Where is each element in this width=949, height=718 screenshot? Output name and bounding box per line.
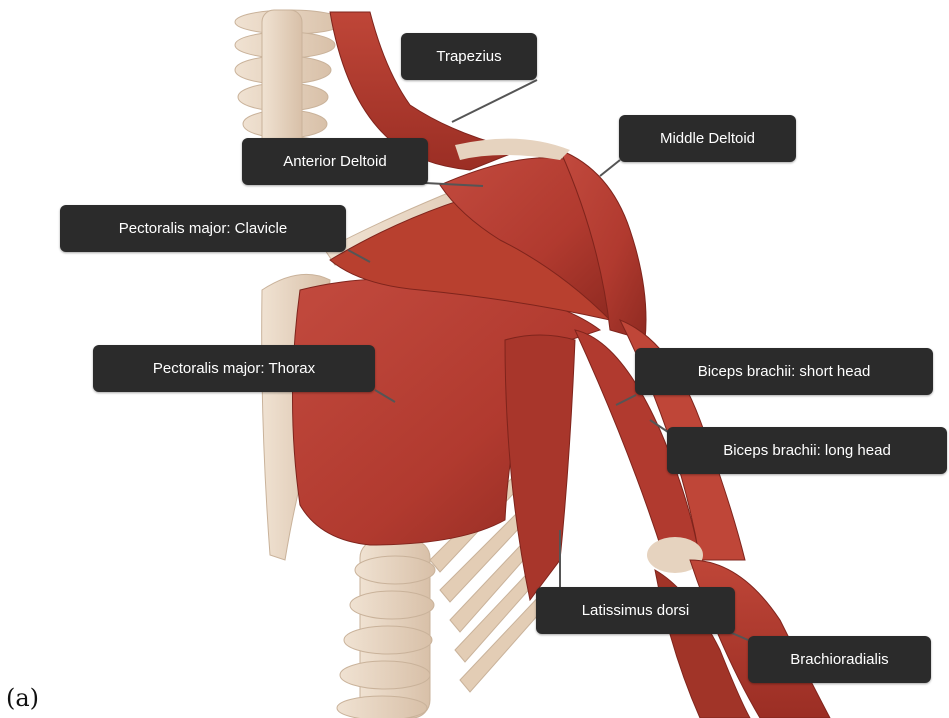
figure-caption: (a) [6,684,39,712]
label-biceps-long-head: Biceps brachii: long head [667,427,947,474]
label-pectoralis-thorax: Pectoralis major: Thorax [93,345,375,392]
label-middle-deltoid: Middle Deltoid [619,115,796,162]
label-brachioradialis: Brachioradialis [748,636,931,683]
label-biceps-short-head: Biceps brachii: short head [635,348,933,395]
shoulder-cap [455,139,570,160]
label-pectoralis-clavicle: Pectoralis major: Clavicle [60,205,346,252]
label-trapezius: Trapezius [401,33,537,80]
lower-spine [337,540,435,718]
label-anterior-deltoid: Anterior Deltoid [242,138,428,185]
label-latissimus-dorsi: Latissimus dorsi [536,587,735,634]
